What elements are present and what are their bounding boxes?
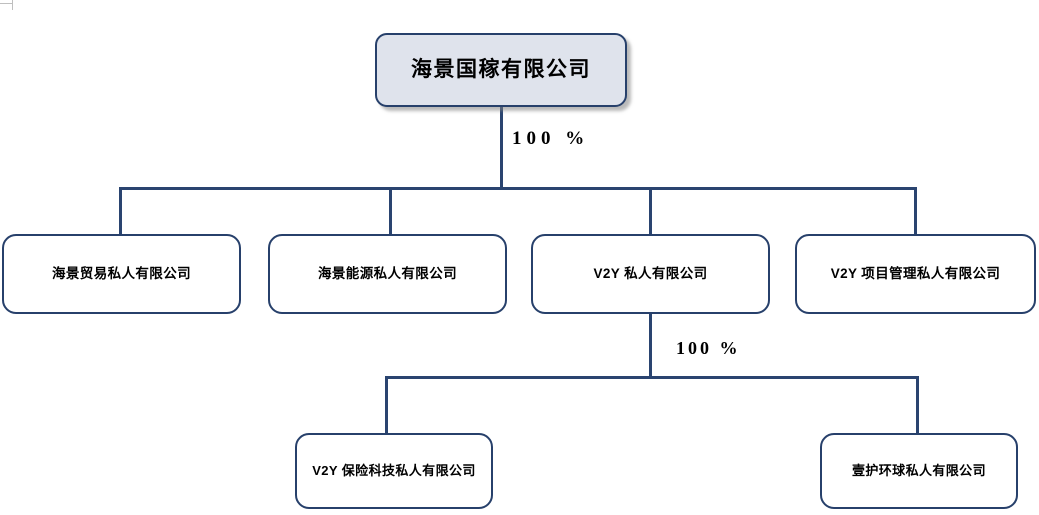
connector-drop-sub2: [389, 187, 392, 235]
capture-artifact-horizontal: [0, 3, 13, 4]
node-root-label: 海景国稼有限公司: [411, 57, 591, 81]
node-v2y-insurtech[interactable]: V2Y 保险科技私人有限公司: [295, 433, 493, 509]
connector-drop-sub5: [385, 376, 388, 434]
node-v2y-project-management-label: V2Y 项目管理私人有限公司: [830, 265, 1001, 281]
connector-drop-sub6: [916, 376, 919, 434]
percent-label-v2y-text: 100 %: [676, 338, 741, 358]
node-haijing-energy[interactable]: 海景能源私人有限公司: [268, 234, 507, 314]
node-v2y-pte[interactable]: V2Y 私人有限公司: [531, 234, 770, 314]
percent-label-v2y: 100 %: [676, 338, 741, 359]
connector-level2-bus: [119, 187, 917, 190]
percent-label-root: 100 %: [512, 128, 589, 150]
node-haijing-trading-label: 海景贸易私人有限公司: [52, 265, 191, 281]
node-yihu-global-label: 壹护环球私人有限公司: [851, 462, 986, 478]
connector-level3-bus: [385, 376, 919, 379]
node-root-company[interactable]: 海景国稼有限公司: [375, 33, 627, 107]
node-haijing-energy-label: 海景能源私人有限公司: [318, 265, 457, 281]
node-v2y-pte-label: V2Y 私人有限公司: [593, 265, 708, 281]
node-v2y-insurtech-label: V2Y 保险科技私人有限公司: [312, 462, 476, 478]
capture-artifact-vertical: [12, 0, 13, 10]
connector-root-stem: [500, 106, 503, 189]
percent-label-root-text: 100 %: [512, 128, 590, 149]
node-haijing-trading[interactable]: 海景贸易私人有限公司: [2, 234, 241, 314]
connector-drop-sub4: [914, 187, 917, 235]
node-v2y-project-management[interactable]: V2Y 项目管理私人有限公司: [795, 234, 1036, 314]
node-yihu-global[interactable]: 壹护环球私人有限公司: [820, 433, 1018, 509]
connector-drop-sub1: [119, 187, 122, 235]
connector-drop-sub3: [649, 187, 652, 235]
connector-v2y-stem: [649, 313, 652, 379]
